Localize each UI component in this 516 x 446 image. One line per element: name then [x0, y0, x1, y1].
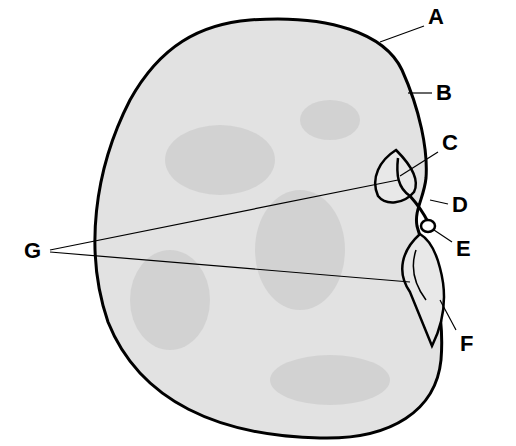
part-letter: G	[24, 240, 41, 262]
part-letter: E	[456, 238, 471, 260]
part-letter: B	[436, 82, 452, 104]
seed-texture	[130, 100, 390, 405]
part-letter: F	[460, 333, 473, 355]
embryo	[375, 150, 444, 346]
part-letter: D	[452, 194, 468, 216]
part-letter: C	[442, 132, 458, 154]
part-letter: A	[428, 6, 444, 28]
leader-lines	[50, 26, 456, 330]
seed-coat	[95, 19, 442, 438]
